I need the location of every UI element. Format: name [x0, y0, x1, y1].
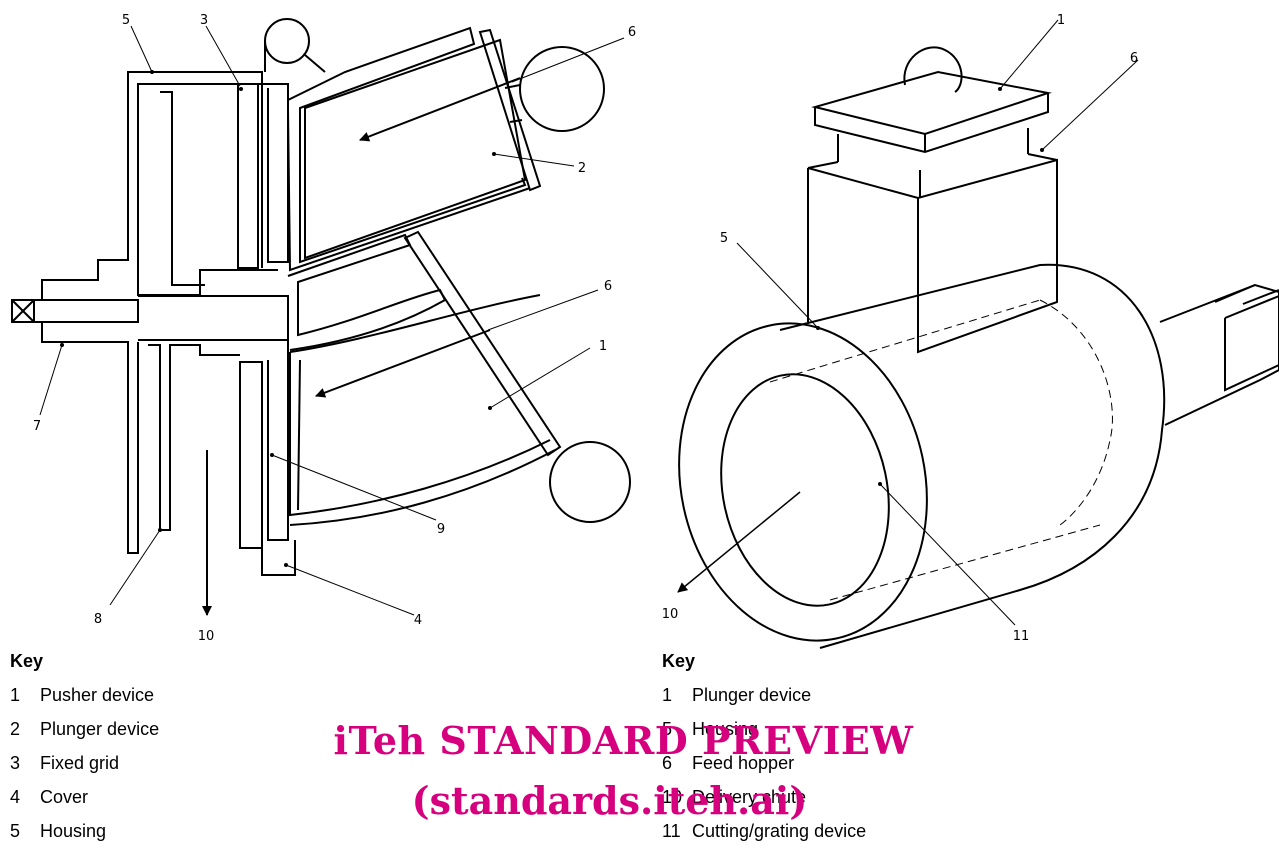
callout-label: 6: [604, 279, 612, 294]
callout-label: 6: [1130, 51, 1138, 66]
watermark-line1: iTeh STANDARD PREVIEW: [333, 718, 914, 763]
callout-label: 5: [122, 13, 130, 28]
callout-label: 5: [720, 231, 728, 246]
callout-label: 9: [437, 522, 445, 537]
callout-label: 7: [33, 419, 41, 434]
left-callout-labels: 5 3 6 2 6 1 9 4 7 8 10: [33, 13, 636, 644]
key-title: Key: [662, 651, 696, 671]
callout-label: 3: [200, 13, 208, 28]
callout-label: 11: [1013, 629, 1030, 644]
callout-label: 6: [628, 25, 636, 40]
housing-lower-step: [41, 322, 139, 554]
callout-label: 10: [198, 629, 215, 644]
fixed-grid-lower: [239, 361, 263, 549]
front-ring-outer: [678, 322, 928, 642]
leader-dots-right: [816, 87, 1044, 486]
cover: [261, 540, 296, 576]
leader-dots-left: [60, 70, 496, 567]
callout-label: 8: [94, 612, 102, 627]
fixed-grid-upper: [237, 84, 259, 269]
upper-hopper: [287, 26, 527, 264]
front-ring-inner: [720, 373, 890, 607]
feed-hopper: [807, 153, 1058, 354]
cross-section-drawing: [11, 18, 631, 616]
callout-label: 10: [662, 607, 679, 622]
pusher-arm: [403, 230, 562, 457]
right-callout-labels: 1 6 5 10 11: [662, 13, 1138, 644]
key-title: Key: [10, 651, 44, 671]
callout-label: 1: [599, 339, 607, 354]
callout-label: 1: [1057, 13, 1065, 28]
callout-label: 4: [414, 613, 422, 628]
plunger-lid: [811, 70, 1052, 136]
isometric-drawing: [677, 19, 1279, 649]
callout-label: 2: [578, 161, 586, 176]
housing-outline: [41, 71, 263, 300]
lower-hopper: [287, 233, 447, 351]
watermark-line2: (standards.iteh.ai): [411, 778, 808, 823]
housing-cylinder: [779, 263, 1166, 649]
